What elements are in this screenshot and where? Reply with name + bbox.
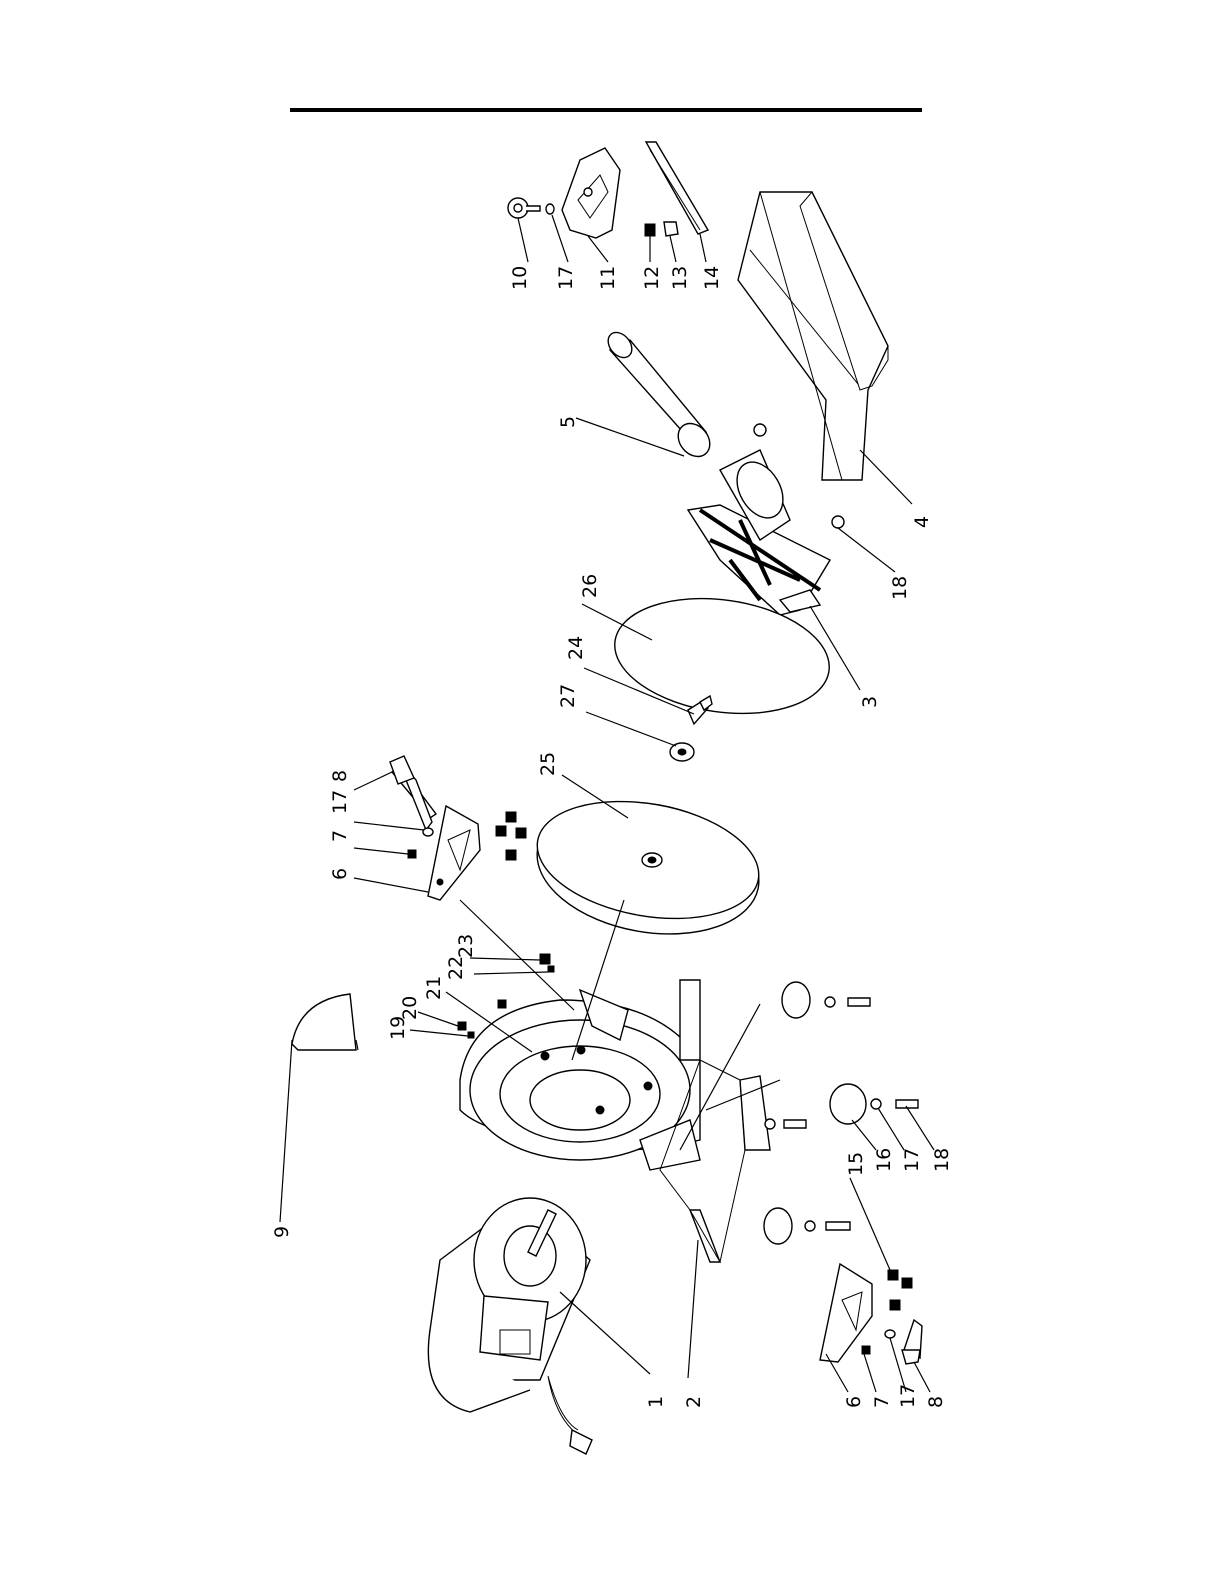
disc-guard-3 <box>688 450 830 615</box>
knob-10 <box>508 198 540 218</box>
callout-21: 21 <box>423 976 445 1000</box>
callout-8: 8 <box>925 1396 947 1408</box>
callout-6: 6 <box>329 868 351 880</box>
callout-2: 2 <box>683 1396 705 1408</box>
washer-17-top <box>546 204 554 214</box>
callout-1: 1 <box>645 1396 667 1408</box>
callout-17: 17 <box>901 1148 923 1172</box>
callout-6: 6 <box>843 1396 865 1408</box>
callout-26: 26 <box>579 574 601 598</box>
nut-13 <box>664 222 678 236</box>
callout-27: 27 <box>557 684 579 708</box>
bolt-base-middle <box>765 1119 806 1129</box>
screw-19 <box>468 1032 474 1038</box>
rubber-foot-bottom <box>764 1208 850 1244</box>
lock-handle-8-top <box>390 756 436 830</box>
callout-18: 18 <box>931 1148 953 1172</box>
miter-gauge-bar-14 <box>646 142 708 234</box>
callout-7: 7 <box>329 830 351 842</box>
motor-1 <box>428 1198 590 1412</box>
callout-17: 17 <box>897 1384 919 1408</box>
screw-21 <box>498 1000 506 1008</box>
dust-tube-5 <box>603 328 716 463</box>
callout-4: 4 <box>911 516 933 528</box>
callout-17: 17 <box>555 266 577 290</box>
callout-22: 22 <box>445 956 467 980</box>
callout-23: 23 <box>455 934 477 958</box>
dust-cover-9 <box>292 994 356 1050</box>
callout-5: 5 <box>557 416 579 428</box>
callout-10: 10 <box>509 266 531 290</box>
screws-top-trunnion <box>496 812 526 860</box>
callout-3: 3 <box>859 696 881 708</box>
callout-24: 24 <box>565 636 587 660</box>
sanding-disc-25 <box>527 785 770 950</box>
washer-17-upper <box>423 828 433 836</box>
callout-19: 19 <box>387 1016 409 1040</box>
lock-handle-8-bottom <box>902 1320 922 1364</box>
callout-16: 16 <box>873 1148 895 1172</box>
callout-14: 14 <box>701 266 723 290</box>
work-table-4 <box>738 192 888 480</box>
callout-7: 7 <box>871 1396 893 1408</box>
screw-20 <box>458 1022 466 1030</box>
callout-12: 12 <box>641 266 663 290</box>
callout-8: 8 <box>329 770 351 782</box>
callout-13: 13 <box>669 266 691 290</box>
nut-23 <box>540 954 550 964</box>
callout-15: 15 <box>845 1152 867 1176</box>
callout-17: 17 <box>329 790 351 814</box>
table-bracket-11 <box>562 148 620 238</box>
callout-18: 18 <box>889 576 911 600</box>
screws-bottom-trunnion <box>888 1270 912 1310</box>
main-housing <box>460 990 700 1170</box>
screw-22 <box>548 966 554 972</box>
callout-25: 25 <box>537 752 559 776</box>
power-cord <box>548 1376 592 1454</box>
callout-11: 11 <box>597 266 619 290</box>
trunnion-6-top <box>428 806 480 900</box>
setscrew-7-bottom <box>862 1346 870 1354</box>
washer-17-lower <box>885 1330 895 1338</box>
rubber-foot-16 <box>830 1084 918 1124</box>
callout-9: 9 <box>271 1226 293 1238</box>
rubber-foot-top <box>782 982 870 1018</box>
screw-12 <box>645 224 655 236</box>
setscrew-7-top <box>408 850 416 858</box>
